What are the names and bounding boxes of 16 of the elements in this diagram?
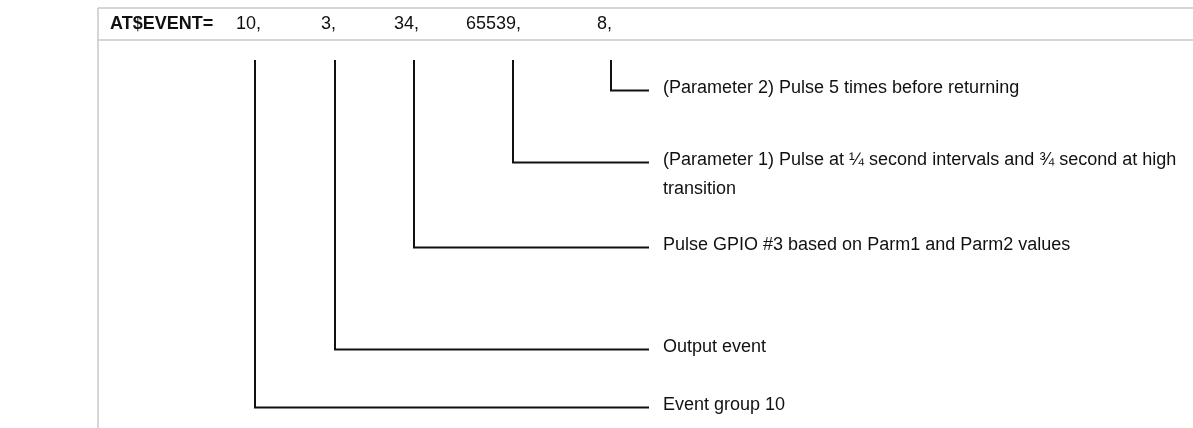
description-text: Event group 10 (663, 390, 1063, 419)
parameter-value: 8, (597, 9, 612, 38)
leader-line (512, 59, 650, 164)
leader-line (413, 59, 650, 249)
description-text: (Parameter 2) Pulse 5 times before returning (663, 73, 1063, 102)
parameter-value: 65539, (466, 9, 522, 38)
parameter-value: 3, (321, 9, 336, 38)
parameter-value: 10, (236, 9, 262, 38)
command-text: AT$EVENT= (110, 12, 214, 35)
parameter-value: 34, (394, 9, 420, 38)
description-text: Pulse GPIO #3 based on Parm1 and Parm2 values (663, 230, 1143, 259)
leader-line (610, 59, 650, 92)
leader-line (254, 59, 650, 409)
description-text: Output event (663, 332, 1063, 361)
leader-line (334, 59, 650, 351)
description-text: (Parameter 1) Pulse at ¼ second intervals and ¾ second at high transition (663, 145, 1193, 203)
